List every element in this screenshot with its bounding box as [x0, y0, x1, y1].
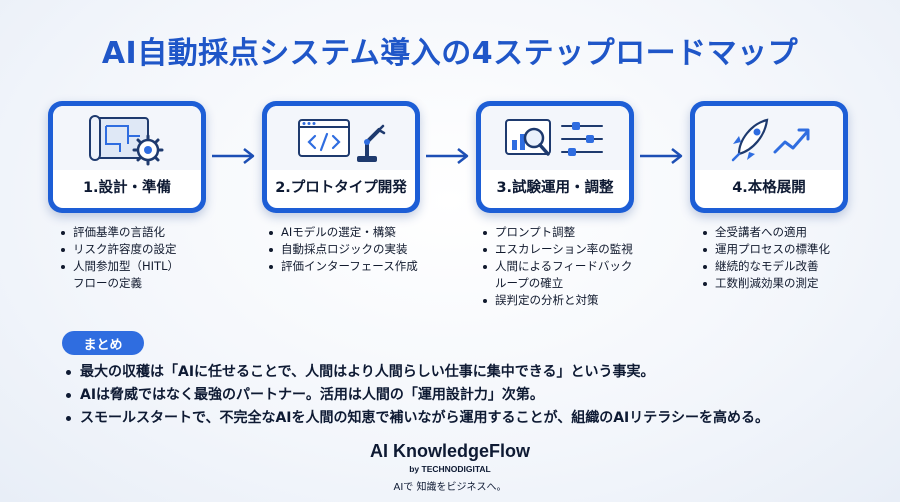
summary-list: 最大の収穫は「AIに任せることで、人間はより人間らしい仕事に集中できる」という事…	[64, 361, 864, 430]
step-label: 4.本格展開	[695, 170, 843, 202]
brand-tagline: AIで 知識をビジネスへ。	[393, 482, 507, 493]
brand-name: AI KnowledgeFlow	[370, 441, 530, 461]
list-item: 評価インターフェース作成	[268, 258, 478, 275]
summary-item: AIは脅威ではなく最強のパートナー。活用は人間の「運用設計力」次第。	[64, 384, 864, 407]
summary-item: 最大の収穫は「AIに任せることで、人間はより人間らしい仕事に集中できる」という事…	[64, 361, 864, 384]
step-4-bullets: 全受講者への適用 運用プロセスの標準化 継続的なモデル改善 工数削減効果の測定	[702, 224, 882, 292]
brand-byline: by TECHNODIGITAL	[409, 464, 491, 474]
list-item: リスク許容度の設定	[60, 241, 270, 258]
list-item: 運用プロセスの標準化	[702, 241, 882, 258]
step-2-bullets: AIモデルの選定・構築 自動採点ロジックの実装 評価インターフェース作成	[268, 224, 478, 275]
list-item: プロンプト調整	[482, 224, 692, 241]
analytics-sliders-icon	[481, 106, 629, 172]
arrow-right-icon	[426, 148, 469, 164]
rocket-growth-icon	[695, 106, 843, 172]
summary-badge: まとめ	[62, 331, 144, 355]
list-item: 継続的なモデル改善	[702, 258, 882, 275]
step-1-bullets: 評価基準の言語化 リスク許容度の設定 人間参加型（HITL） フローの定義	[60, 224, 270, 292]
step-3-bullets: プロンプト調整 エスカレーション率の監視 人間によるフィードバック ループの確立…	[482, 224, 692, 309]
step-card-trial: 3.試験運用・調整	[476, 101, 634, 213]
list-item: 全受講者への適用	[702, 224, 882, 241]
step-label: 2.プロトタイプ開発	[267, 170, 415, 202]
arrow-right-icon	[212, 148, 255, 164]
list-item: 人間によるフィードバック ループの確立	[482, 258, 692, 292]
blueprint-gear-icon	[53, 106, 201, 172]
list-item: 評価基準の言語化	[60, 224, 270, 241]
step-card-design: 1.設計・準備	[48, 101, 206, 213]
list-item: 自動採点ロジックの実装	[268, 241, 478, 258]
page-title: AI自動採点システム導入の4ステップロードマップ	[101, 36, 799, 71]
step-card-deployment: 4.本格展開	[690, 101, 848, 213]
step-label: 1.設計・準備	[53, 170, 201, 202]
step-card-prototype: 2.プロトタイプ開発	[262, 101, 420, 213]
list-item: 工数削減効果の測定	[702, 275, 882, 292]
list-item: エスカレーション率の監視	[482, 241, 692, 258]
list-item: 人間参加型（HITL） フローの定義	[60, 258, 270, 292]
list-item: AIモデルの選定・構築	[268, 224, 478, 241]
summary-item: スモールスタートで、不完全なAIを人間の知恵で補いながら運用することが、組織のA…	[64, 407, 864, 430]
code-robot-arm-icon	[267, 106, 415, 172]
step-label: 3.試験運用・調整	[481, 170, 629, 202]
list-item: 誤判定の分析と対策	[482, 292, 692, 309]
arrow-right-icon	[640, 148, 683, 164]
